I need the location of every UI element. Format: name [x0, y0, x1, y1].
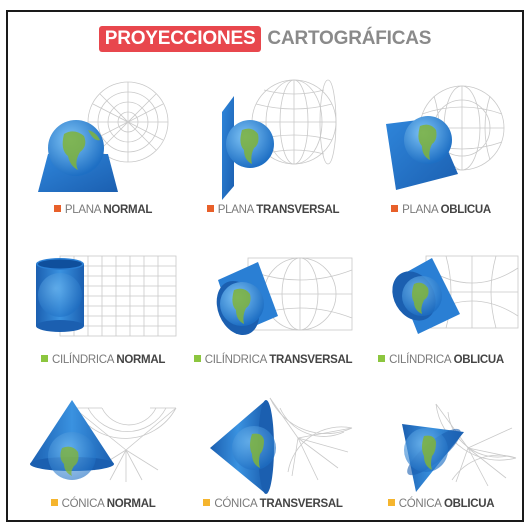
- caption-conica-normal: CÓNICA NORMAL: [18, 498, 188, 510]
- legend-square: [193, 355, 201, 362]
- caption-conica-oblicua: CÓNICA OBLICUA: [356, 498, 522, 510]
- caption-cilindrica-oblicua: CILÍNDRICA OBLICUA: [356, 354, 522, 366]
- cilindrica-oblicua-panel: CILÍNDRICA OBLICUA: [356, 218, 522, 368]
- cilindrica-normal-panel: CILÍNDRICA NORMAL: [18, 218, 188, 368]
- conica-normal-panel: CÓNICA NORMAL: [18, 368, 188, 518]
- globe: [38, 273, 82, 317]
- legend-square: [203, 499, 211, 506]
- legend-square: [387, 499, 395, 506]
- plana-transversal-panel: PLANA TRANSVERSAL: [188, 74, 358, 224]
- caption-conica-transversal: CÓNICA TRANSVERSAL: [188, 498, 358, 510]
- legend-square: [206, 205, 214, 212]
- fan-grid: [435, 403, 517, 487]
- title-rest: CARTOGRÁFICAS: [267, 28, 432, 49]
- title-highlight: PROYECCIONES: [98, 26, 262, 52]
- legend-square: [391, 205, 399, 212]
- caption-plana-normal: PLANA NORMAL: [18, 204, 188, 216]
- azimuthal-grid: [87, 81, 169, 163]
- conica-oblicua-panel: CÓNICA OBLICUA: [356, 368, 522, 518]
- legend-square: [53, 205, 61, 212]
- legend-square: [378, 355, 386, 362]
- legend-square: [40, 355, 48, 362]
- legend-square: [50, 499, 58, 506]
- caption-cilindrica-transversal: CILÍNDRICA TRANSVERSAL: [188, 354, 358, 366]
- caption-plana-oblicua: PLANA OBLICUA: [356, 204, 522, 216]
- fan-grid: [269, 397, 353, 481]
- plana-normal-panel: PLANA NORMAL: [18, 74, 188, 224]
- cilindrica-transversal-panel: CILÍNDRICA TRANSVERSAL: [188, 218, 358, 368]
- conica-transversal-panel: CÓNICA TRANSVERSAL: [188, 368, 358, 518]
- plana-oblicua-panel: PLANA OBLICUA: [356, 74, 522, 224]
- caption-cilindrica-normal: CILÍNDRICA NORMAL: [18, 354, 188, 366]
- caption-plana-transversal: PLANA TRANSVERSAL: [188, 204, 358, 216]
